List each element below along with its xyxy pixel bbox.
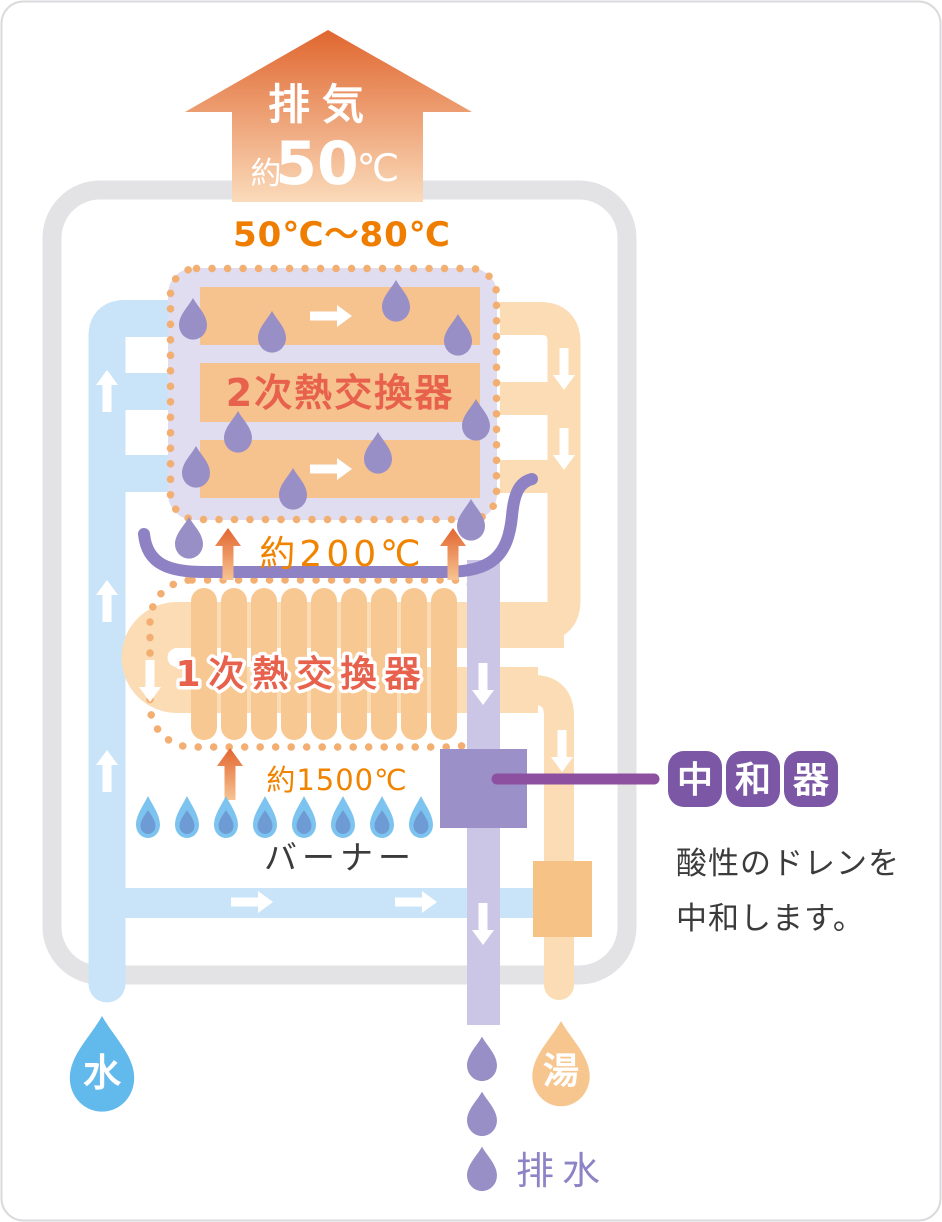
burner-label: バーナー: [264, 838, 416, 877]
neutralizer-box: [440, 749, 527, 828]
cold-water-outlet: 水: [69, 1016, 135, 1112]
exhaust-value: 50: [275, 129, 359, 199]
mid-temp-label: 約200℃: [259, 534, 424, 575]
burner-temp-label: 約1500℃: [266, 763, 407, 797]
cold-water-label: 水: [83, 1051, 122, 1095]
hot-water-outlet: 湯: [532, 1021, 590, 1107]
neutralizer-char: 和: [735, 760, 771, 801]
inner-temp-range-label: 50℃〜80℃: [233, 215, 451, 255]
drain-label: 排水: [516, 1149, 608, 1193]
drain-pan: [138, 473, 538, 578]
drain-outlet: 排水: [467, 1036, 608, 1193]
primary-heat-exchanger: [146, 576, 498, 751]
neutralizer-description-line2: 中和します。: [676, 901, 865, 937]
exhaust-approx: 約: [251, 156, 282, 192]
secondary-hx-dotted-border: [166, 264, 501, 524]
primary-hx-label: 1次熱交換器: [175, 653, 428, 695]
neutralizer-label-badge: 中 和 器: [668, 751, 838, 807]
primary-hx-dotted-border: [146, 576, 498, 751]
secondary-heat-exchanger: 2次熱交換器: [166, 264, 501, 524]
neutralizer-callout: 中 和 器 酸性のドレンを 中和します。: [491, 751, 900, 937]
mid-temp-row: 約200℃: [215, 528, 466, 580]
secondary-hx-label: 2次熱交換器: [226, 371, 454, 415]
neutralizer-char: 器: [793, 760, 830, 801]
exhaust-label: 排気: [268, 80, 376, 129]
neutralizer-description-line1: 酸性のドレンを: [676, 846, 900, 882]
hot-pipe-component: [533, 861, 592, 937]
cold-water-pipe: [88, 300, 533, 1003]
neutralizer-char: 中: [677, 760, 713, 801]
exhaust-arrow-icon: 排気 約 50 ℃: [185, 30, 472, 202]
hot-water-label: 湯: [543, 1051, 579, 1092]
exhaust-unit: ℃: [357, 146, 400, 190]
